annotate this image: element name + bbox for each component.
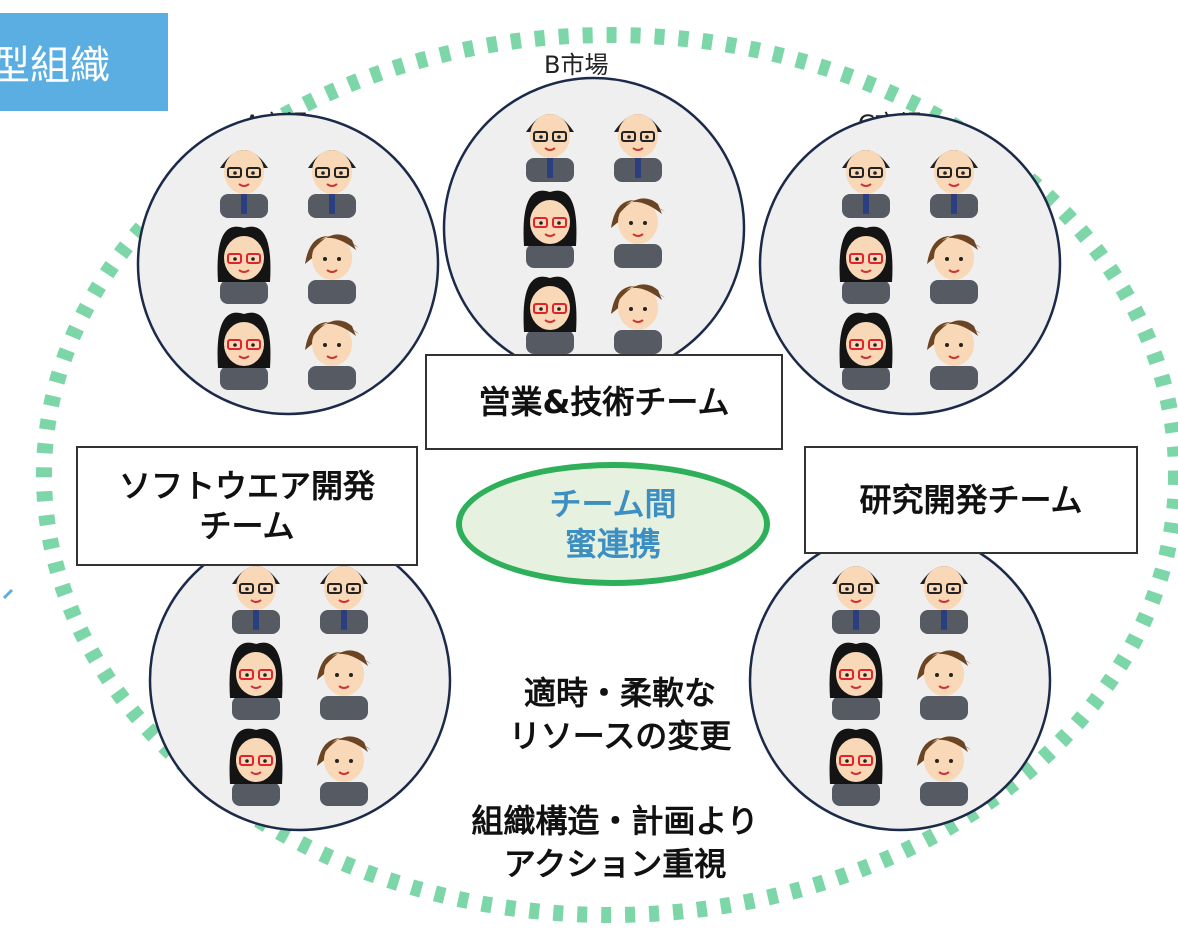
businessman-icon (832, 566, 880, 634)
center-collaboration-ellipse: チーム間 蜜連携 (456, 462, 770, 586)
center-text-line1: チーム間 (549, 485, 677, 523)
businesswoman-icon (217, 226, 271, 304)
young-man-icon (927, 234, 981, 304)
young-man-icon (927, 320, 981, 390)
market-c-group (758, 112, 1062, 416)
young-man-icon (611, 284, 665, 354)
sales-tech-team-box: 営業&技術チーム (425, 354, 783, 450)
businessman-icon (614, 114, 662, 182)
businesswoman-icon (839, 226, 893, 304)
young-man-icon (305, 234, 359, 304)
businesswoman-icon (217, 312, 271, 390)
businesswoman-icon (829, 728, 883, 806)
businesswoman-icon (829, 642, 883, 720)
market-b-group-circle (442, 76, 746, 380)
title-text: 型組織 (0, 43, 110, 89)
software-team-group-circle (148, 528, 452, 832)
market-c-group-circle (758, 112, 1062, 416)
flexible-resources-line2: リソースの変更 (508, 717, 732, 756)
young-man-icon (305, 320, 359, 390)
businessman-icon (220, 150, 268, 218)
software-team-group (148, 528, 452, 832)
software-team-label-line1: ソフトウエア開発 (118, 467, 375, 505)
businessman-icon (232, 566, 280, 634)
action-focus-note: 組織構造・計画より アクション重視 (430, 800, 800, 886)
software-team-box: ソフトウエア開発 チーム (76, 446, 418, 566)
businessman-icon (308, 150, 356, 218)
research-team-group-circle (748, 528, 1052, 832)
market-b-group (442, 76, 746, 380)
businesswoman-icon (839, 312, 893, 390)
businesswoman-icon (229, 728, 283, 806)
research-team-box: 研究開発チーム (804, 446, 1138, 554)
sales-tech-team-label: 営業&技術チーム (478, 383, 730, 421)
young-man-icon (317, 650, 371, 720)
young-man-icon (317, 736, 371, 806)
young-man-icon (917, 736, 971, 806)
businessman-icon (526, 114, 574, 182)
businessman-icon (842, 150, 890, 218)
businessman-icon (930, 150, 978, 218)
young-man-icon (917, 650, 971, 720)
market-a-group-circle (136, 112, 440, 416)
title-box: 型組織 (0, 13, 168, 111)
center-text-line2: 蜜連携 (564, 525, 661, 563)
market-label-b: B市場 (544, 51, 609, 79)
research-team-label: 研究開発チーム (859, 481, 1083, 519)
businessman-icon (920, 566, 968, 634)
action-focus-line2: アクション重視 (503, 845, 727, 884)
flexible-resources-note: 適時・柔軟な リソースの変更 (470, 672, 770, 758)
action-focus-line1: 組織構造・計画より (471, 802, 759, 840)
businesswoman-icon (523, 276, 577, 354)
market-a-group (136, 112, 440, 416)
businesswoman-icon (229, 642, 283, 720)
software-team-label-line2: チーム (199, 507, 295, 545)
flexible-resources-line1: 適時・柔軟な (523, 674, 716, 712)
businessman-icon (320, 566, 368, 634)
businesswoman-icon (523, 190, 577, 268)
research-team-group (748, 528, 1052, 832)
young-man-icon (611, 198, 665, 268)
